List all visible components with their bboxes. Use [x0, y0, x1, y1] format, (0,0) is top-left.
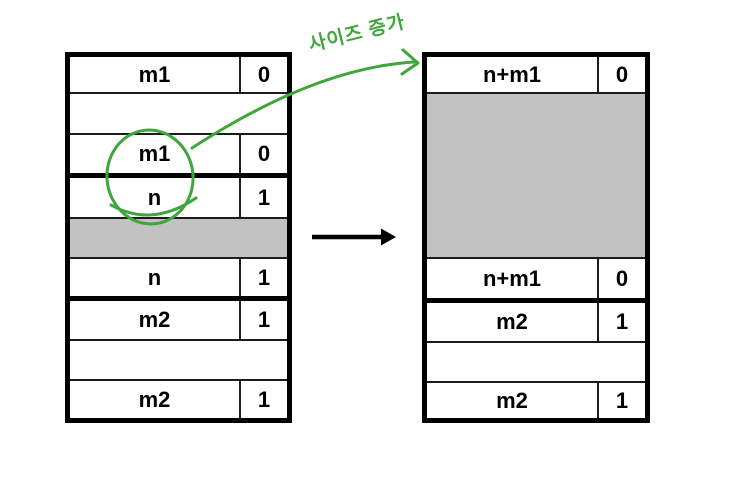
cell-flag: 0	[597, 57, 645, 92]
cell-flag: 1	[597, 303, 645, 341]
cell-label: n+m1	[482, 265, 542, 291]
table-row: m1 0	[70, 133, 287, 173]
table-row: n 1	[70, 257, 287, 296]
cell-label: m2	[138, 386, 171, 412]
table-row: m1 0	[70, 57, 287, 92]
empty-space-row	[70, 92, 287, 133]
cell-label: m2	[496, 309, 528, 334]
cell-label: m1	[138, 61, 171, 87]
right-memory-table: n+m1 0 n+m1 0 m2 1 m2 1	[422, 52, 650, 423]
cell-label: n	[147, 184, 162, 210]
cell-flag: 1	[597, 383, 645, 418]
cell-flag: 0	[239, 57, 287, 92]
cell-label: m1	[138, 141, 171, 166]
cell-flag: 1	[239, 259, 287, 296]
cell-flag: 0	[597, 259, 645, 298]
empty-space-row	[427, 341, 645, 381]
cell-label: n	[147, 264, 162, 290]
cell-flag: 1	[239, 178, 287, 217]
table-row: n 1	[70, 173, 287, 217]
cell-label: m2	[496, 387, 528, 413]
payload-gray-row	[427, 92, 645, 257]
empty-space-row	[70, 339, 287, 379]
cell-label: n+m1	[482, 61, 542, 87]
table-row: n+m1 0	[427, 257, 645, 298]
table-row: m2 1	[70, 296, 287, 339]
cell-flag: 1	[239, 301, 287, 339]
table-row: m2 1	[427, 381, 645, 418]
cell-flag: 1	[239, 381, 287, 418]
payload-gray-row	[70, 217, 287, 257]
cell-label: m2	[138, 307, 171, 332]
transform-arrow	[312, 228, 396, 246]
table-row: n+m1 0	[427, 57, 645, 92]
table-row: m2 1	[70, 379, 287, 418]
table-row: m2 1	[427, 298, 645, 341]
annotation-label: 사이즈 증가	[306, 11, 408, 57]
left-memory-table: m1 0 m1 0 n 1 n 1 m2 1 m2 1	[65, 52, 292, 423]
cell-flag: 0	[239, 135, 287, 173]
